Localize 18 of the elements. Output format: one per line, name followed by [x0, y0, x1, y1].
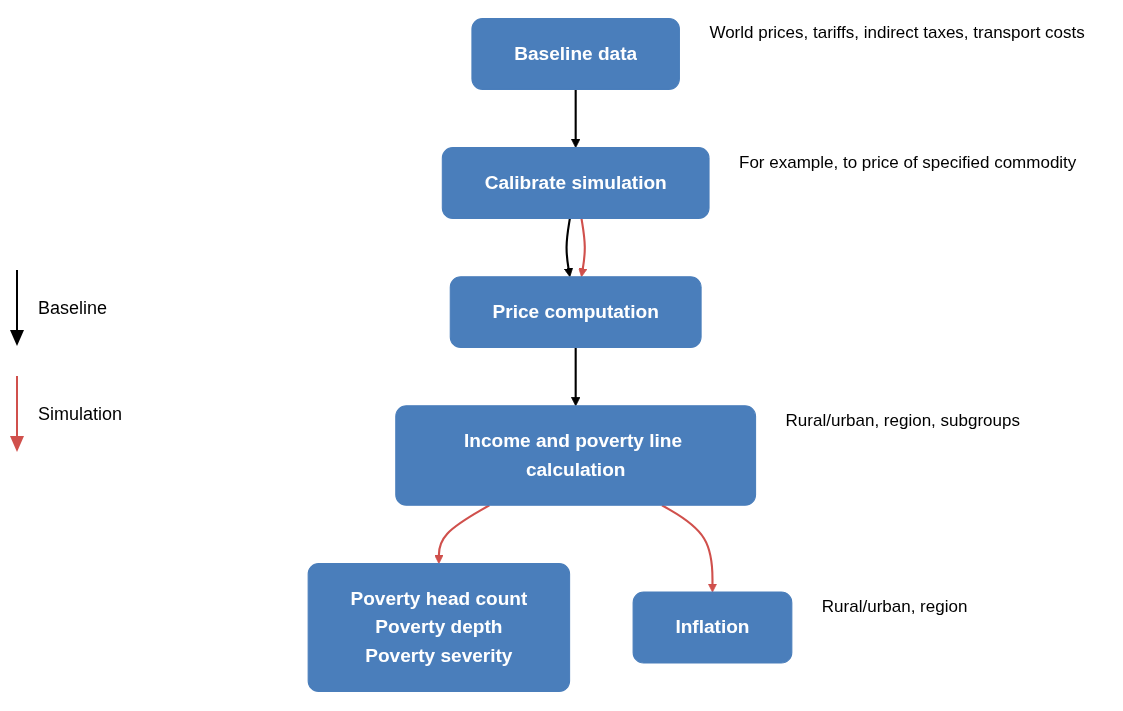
- arrow: [563, 218, 574, 278]
- node-box: Inflation: [632, 591, 793, 664]
- arrow: [661, 504, 718, 593]
- arrow: [571, 89, 581, 148]
- legend-text: Baseline: [38, 297, 108, 319]
- node-box: Baseline data: [471, 17, 680, 90]
- legend-text: Simulation: [38, 403, 123, 425]
- node-box: Poverty head count Poverty depth Poverty severity: [307, 562, 571, 693]
- annotation-text: Rural/urban, region, subgroups: [785, 409, 1021, 432]
- node-box: Income and poverty line calculation: [395, 405, 757, 506]
- arrow: [434, 504, 490, 564]
- annotation-text: For example, to price of specified commodity: [739, 151, 1078, 174]
- annotation-text: World prices, tariffs, indirect taxes, transport costs: [709, 22, 1086, 45]
- annotation-text: Rural/urban, region: [821, 596, 969, 619]
- node-box: Price computation: [449, 276, 702, 349]
- node-box: Calibrate simulation: [441, 147, 710, 219]
- arrow: [578, 218, 588, 278]
- arrow: [571, 347, 581, 407]
